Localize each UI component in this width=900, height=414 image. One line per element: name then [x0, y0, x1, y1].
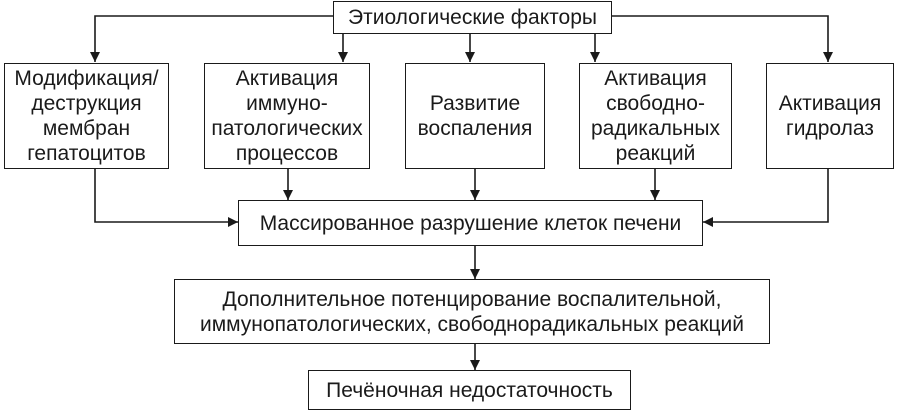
arrow-cause-5-to-destruction — [703, 168, 829, 227]
arrow-cause-1-to-destruction — [94, 168, 238, 227]
cause-box-hydrolases: Активация гидролаз — [766, 63, 894, 169]
etiological-factors-box: Этиологические факторы — [333, 1, 612, 34]
cause-box-free-radicals: Активация свободно- радикальных реакций — [579, 63, 732, 169]
cause-box-immunopathology: Активация иммуно- патологических процесс… — [204, 63, 370, 169]
arrow-top-to-cause-5 — [612, 15, 833, 62]
potentiation-box: Дополнительное потенцирование воспалител… — [174, 279, 770, 344]
liver-cell-destruction-box: Массированное разрушение клеток печени — [238, 200, 703, 246]
cause-box-membrane-destruction: Модификация/ деструкция мембран гепатоци… — [4, 63, 169, 169]
arrow-top-to-cause-1 — [90, 15, 333, 62]
cause-box-inflammation: Развитие воспаления — [405, 63, 545, 169]
liver-failure-box: Печёночная недостаточность — [308, 370, 631, 410]
